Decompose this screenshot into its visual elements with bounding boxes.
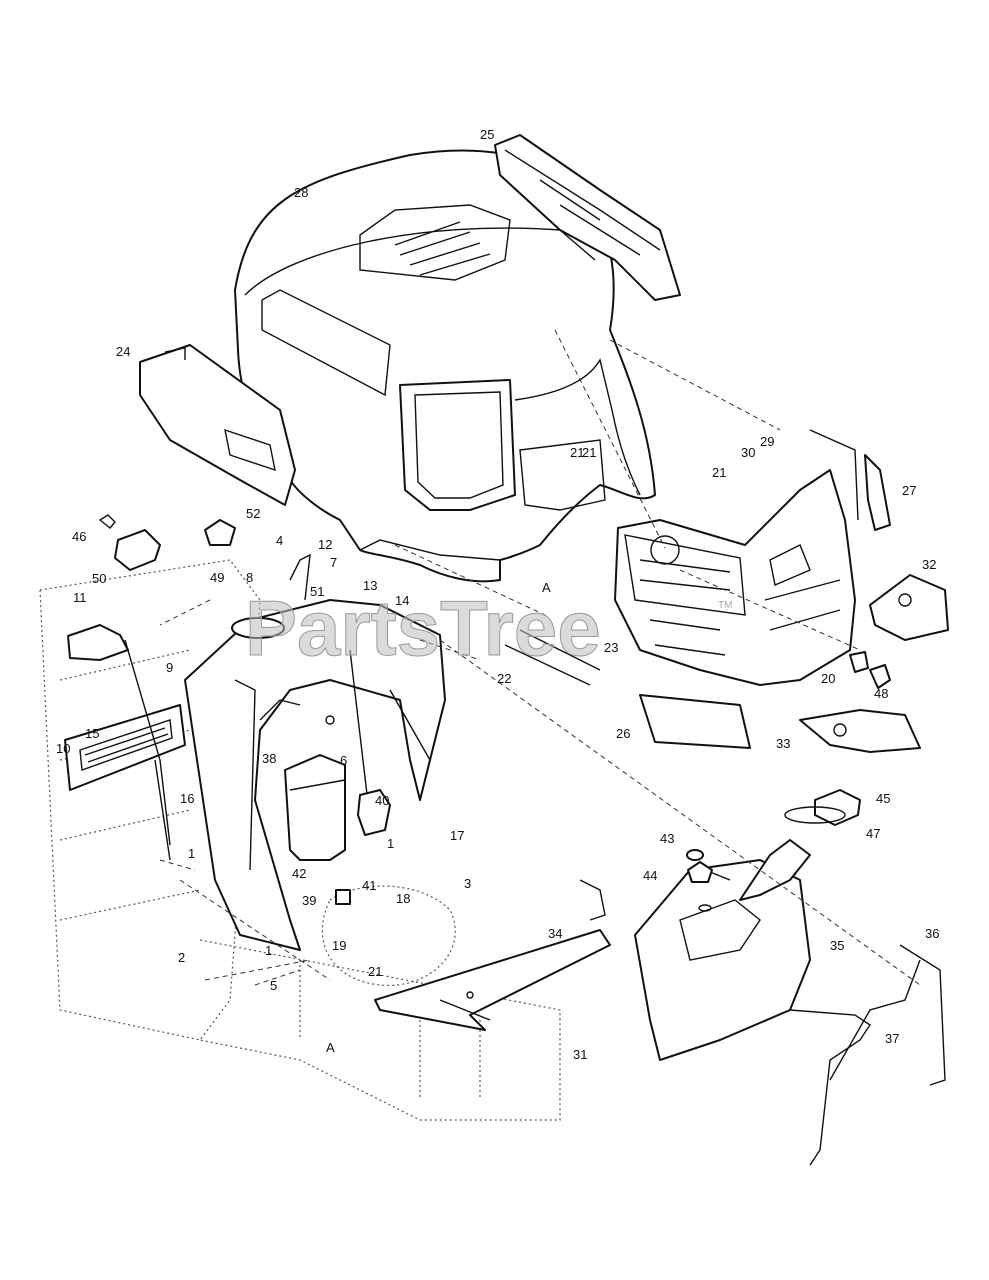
cable-tie[interactable]: [504, 629, 601, 686]
callout-19: 19: [332, 938, 346, 953]
callout-32: 32: [922, 557, 936, 572]
callout-21a: 21: [582, 445, 596, 460]
callout-25: 25: [480, 127, 494, 142]
callout-4: 4: [276, 533, 283, 548]
callout-24: 24: [116, 344, 130, 359]
callout-44: 44: [643, 868, 657, 883]
side-headlight-lens[interactable]: [864, 454, 891, 531]
callout-18: 18: [396, 891, 410, 906]
watermark-trademark: TM: [718, 600, 732, 611]
headlight-shield-right[interactable]: [869, 574, 949, 641]
leader-lines: [159, 329, 921, 986]
light-socket[interactable]: [849, 651, 869, 673]
grommet[interactable]: [686, 849, 704, 861]
fuel-cap[interactable]: [814, 789, 861, 826]
callout-29: 29: [760, 434, 774, 449]
callout-43: 43: [660, 831, 674, 846]
front-mesh-grille[interactable]: [64, 704, 186, 791]
callout-33: 33: [776, 736, 790, 751]
callout-40: 40: [375, 793, 389, 808]
switch-assembly[interactable]: [114, 529, 161, 571]
callout-8: 8: [246, 570, 253, 585]
callout-6: 6: [340, 753, 347, 768]
callout-37: 37: [885, 1031, 899, 1046]
wire-clip[interactable]: [98, 514, 116, 529]
callout-31: 31: [573, 1047, 587, 1062]
callout-52: 52: [246, 506, 260, 521]
support-rod: [124, 639, 171, 846]
headlight-bracket[interactable]: [67, 624, 129, 661]
callout-35: 35: [830, 938, 844, 953]
callout-38: 38: [262, 751, 276, 766]
bushing[interactable]: [335, 889, 351, 905]
throttle-knob[interactable]: [204, 519, 236, 546]
callout-21b: 21: [712, 465, 726, 480]
fuel-tank-bracket[interactable]: [829, 944, 946, 1086]
callout-47: 47: [866, 826, 880, 841]
front-grille[interactable]: [614, 429, 859, 686]
callout-5: 5: [270, 978, 277, 993]
callout-28: 28: [294, 185, 308, 200]
ignition-switch[interactable]: [357, 789, 391, 836]
callout-1a: 1: [188, 846, 195, 861]
callout-12: 12: [318, 537, 332, 552]
callout-30: 30: [741, 445, 755, 460]
lever[interactable]: [289, 553, 311, 601]
callout-50: 50: [92, 571, 106, 586]
callout-45: 45: [876, 791, 890, 806]
callout-21d: 21: [570, 445, 584, 460]
callout-16: 16: [180, 791, 194, 806]
rod-16: [154, 759, 171, 861]
callout-36: 36: [925, 926, 939, 941]
callout-10: 10: [56, 741, 70, 756]
callout-51: 51: [310, 584, 324, 599]
hood-side-panel-right[interactable]: [494, 134, 681, 301]
callout-42: 42: [292, 866, 306, 881]
reference-mark-a-lower: A: [326, 1040, 335, 1055]
watermark: PartsTree: [245, 584, 601, 672]
battery-box[interactable]: [284, 754, 351, 905]
callout-41: 41: [362, 878, 376, 893]
callout-1c: 1: [265, 943, 272, 958]
headlight-shield-lower[interactable]: [799, 709, 921, 753]
callout-48: 48: [874, 686, 888, 701]
callout-9: 9: [166, 660, 173, 675]
callout-20: 20: [821, 671, 835, 686]
callout-2: 2: [178, 950, 185, 965]
callout-23: 23: [604, 640, 618, 655]
reference-mark-a-upper: A: [542, 580, 551, 595]
callout-15: 15: [85, 726, 99, 741]
callout-7: 7: [330, 555, 337, 570]
fuel-tank[interactable]: [634, 839, 811, 1061]
callout-34: 34: [548, 926, 562, 941]
callout-22: 22: [497, 671, 511, 686]
fuel-line[interactable]: [789, 1009, 871, 1166]
lower-frame-bracket[interactable]: [374, 879, 611, 1031]
callout-11: 11: [73, 590, 87, 605]
callout-46: 46: [72, 529, 86, 544]
hood[interactable]: [234, 149, 656, 583]
fuel-fitting[interactable]: [687, 861, 713, 883]
callout-49: 49: [210, 570, 224, 585]
callout-27: 27: [902, 483, 916, 498]
callouts: 1 1 1 2 3 4 5 6 7 8 9 10 11 12 13 14 15 …: [56, 127, 939, 1062]
callout-13: 13: [363, 578, 377, 593]
callout-21c: 21: [368, 964, 382, 979]
hood-side-panel-left[interactable]: [139, 344, 296, 506]
callout-1b: 1: [387, 836, 394, 851]
callout-17: 17: [450, 828, 464, 843]
callout-26: 26: [616, 726, 630, 741]
callout-14: 14: [395, 593, 409, 608]
callout-39: 39: [302, 893, 316, 908]
headlight-bulb[interactable]: [869, 664, 891, 689]
callout-3: 3: [464, 876, 471, 891]
cap-gasket: [784, 806, 846, 824]
lower-lens-plate[interactable]: [639, 694, 751, 749]
dash-panel[interactable]: [184, 599, 446, 951]
